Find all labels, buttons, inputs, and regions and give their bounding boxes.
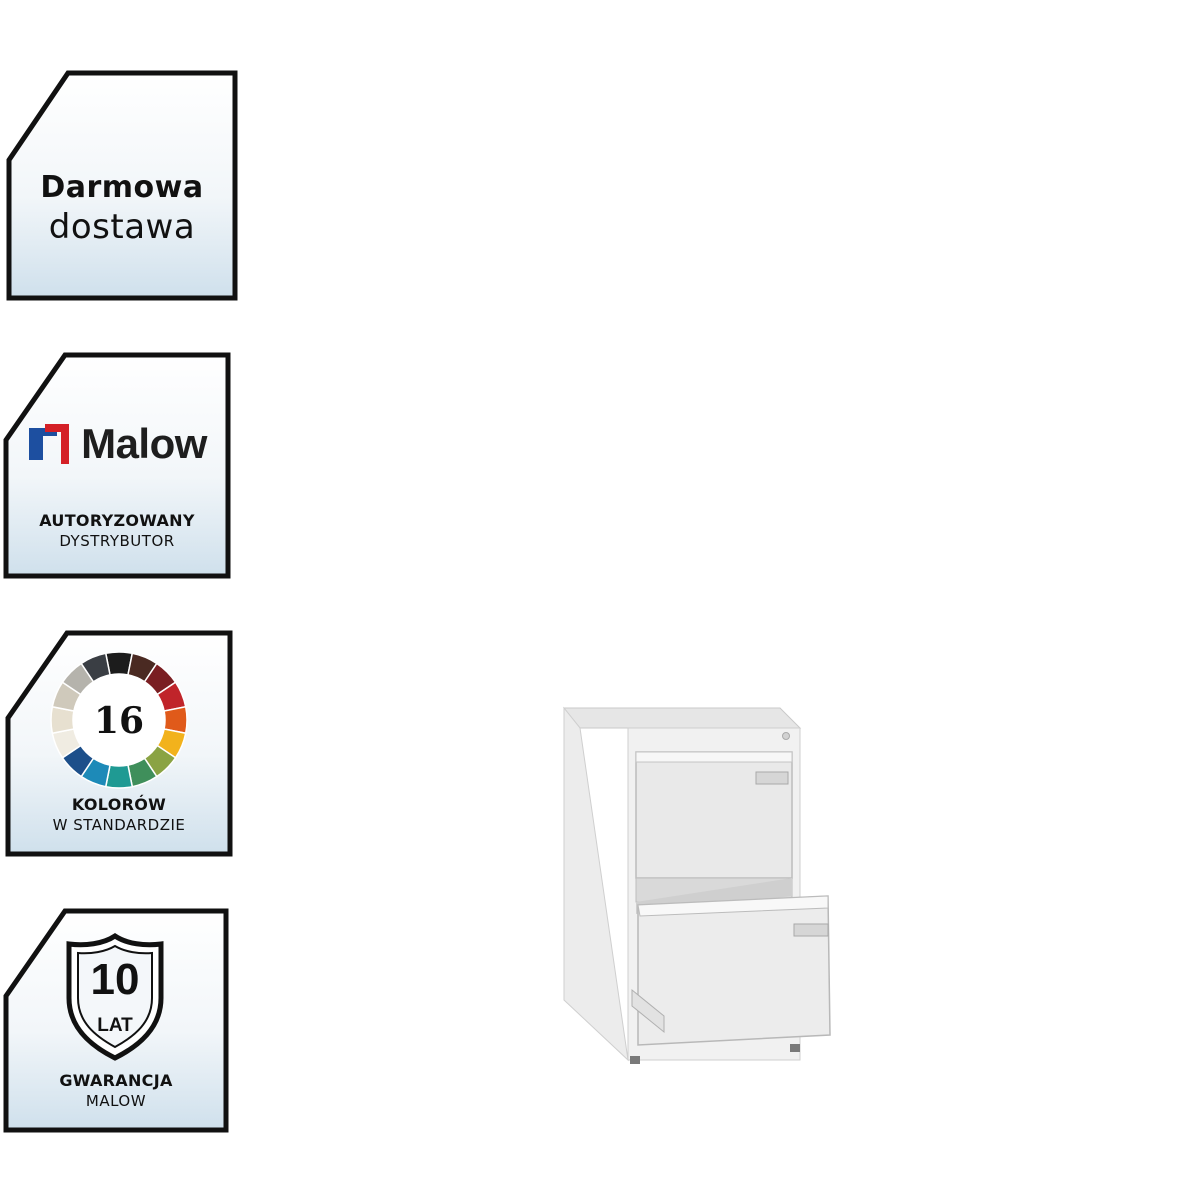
colors-badge: 16 KOLORÓW W STANDARDZIE [5,630,233,858]
shield-icon: 10 LAT [66,932,164,1061]
warranty-caption-line1: GWARANCJA [59,1071,173,1090]
colors-count: 16 [94,700,144,742]
distributor-caption-line2: DYSTRYBUTOR [59,532,175,550]
warranty-years: 10 [91,955,140,1004]
badge-frame [6,70,238,301]
free-delivery-badge: Darmowa dostawa [6,70,238,302]
delivery-title: Darmowa [40,170,204,205]
warranty-caption-line2: MALOW [85,1092,147,1110]
color-wheel-icon: 16 [50,651,188,789]
authorized-distributor-badge: Malow AUTORYZOWANY DYSTRYBUTOR [3,352,231,580]
distributor-caption-line1: AUTORYZOWANY [39,511,195,530]
badge-frame [3,352,231,579]
filing-cabinet-image [562,706,831,1064]
brand-name: Malow [81,420,207,467]
warranty-unit: LAT [97,1015,133,1036]
delivery-subtitle: dostawa [48,207,196,247]
malow-logo-icon [29,424,70,464]
warranty-badge: 10 LAT GWARANCJA MALOW [3,908,229,1134]
colors-caption-line2: W STANDARDZIE [52,816,186,834]
colors-caption-line1: KOLORÓW [71,795,167,814]
